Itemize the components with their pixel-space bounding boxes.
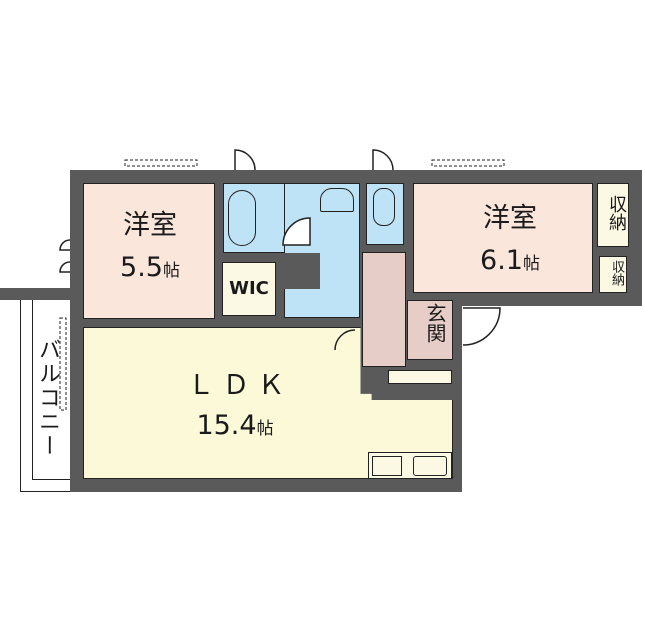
- western-room-2[interactable]: [413, 183, 593, 293]
- storage-2[interactable]: [599, 256, 627, 293]
- entrance[interactable]: [407, 300, 453, 360]
- toilet-icon: [373, 188, 395, 226]
- bathtub-icon: [228, 190, 256, 246]
- wash-basin-icon: [320, 188, 354, 212]
- entrance-label: 玄関: [423, 303, 447, 343]
- ldk-name: ＬＤＫ: [187, 370, 293, 401]
- shoe-cabinet: [388, 370, 452, 384]
- ldk-area: 15.4帖: [196, 410, 274, 441]
- western-room-1[interactable]: [83, 183, 215, 319]
- western-room-2-name: 洋室: [483, 203, 537, 234]
- balcony-ledge-wall: [0, 288, 74, 300]
- balcony-inner: [32, 300, 72, 480]
- western-room-1-name: 洋室: [123, 210, 177, 241]
- hallway[interactable]: [362, 252, 406, 367]
- western-room-2-area: 6.1帖: [480, 245, 540, 276]
- western-room-1-area: 5.5帖: [120, 252, 180, 283]
- storage-1-label: 収納: [606, 195, 627, 231]
- balcony-label: バルコニー: [35, 338, 60, 458]
- storage-2-label: 収納: [609, 260, 624, 286]
- wic-label: WIC: [229, 278, 269, 299]
- stove-icon: [372, 456, 402, 476]
- wic[interactable]: [222, 262, 276, 316]
- washroom-notch: [276, 253, 320, 289]
- storage-1[interactable]: [597, 183, 629, 247]
- sink-icon: [413, 456, 447, 476]
